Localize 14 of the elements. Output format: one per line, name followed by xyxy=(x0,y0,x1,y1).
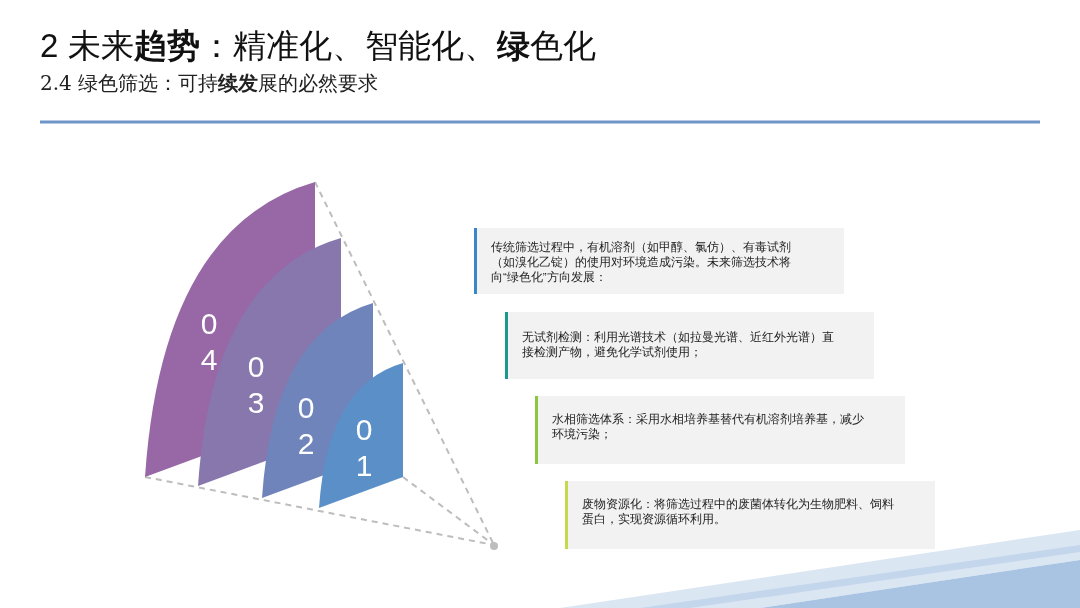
text-card xyxy=(565,481,935,549)
segment-number: 02 xyxy=(296,390,316,462)
text-card xyxy=(474,228,844,294)
card-text: 无试剂检测：利用光谱技术（如拉曼光谱、近红外光谱）直接检测产物，避免化学试剂使用； xyxy=(522,331,834,358)
card-text: 水相筛选体系：采用水相培养基替代有机溶剂培养基，减少环境污染； xyxy=(552,413,864,440)
card-text: 传统筛选过程中，有机溶剂（如甲醇、氯仿）、有毒试剂（如溴化乙锭）的使用对环境造成污染。未来筛选技术将向“绿色化”方向发展： xyxy=(491,241,791,283)
subtitle: 2.4 绿色筛选：可持续发展的必然要求 xyxy=(40,70,379,96)
segment-number: 03 xyxy=(246,349,266,421)
segment-number: 01 xyxy=(354,412,374,484)
card-text: 废物资源化：将筛选过程中的废菌体转化为生物肥料、饲料蛋白，实现资源循环利用。 xyxy=(582,498,894,525)
text-card xyxy=(535,396,905,464)
title: 2 未来趋势：精准化、智能化、绿色化 xyxy=(40,26,596,66)
segment-number: 04 xyxy=(199,306,219,378)
text-card xyxy=(505,312,874,379)
